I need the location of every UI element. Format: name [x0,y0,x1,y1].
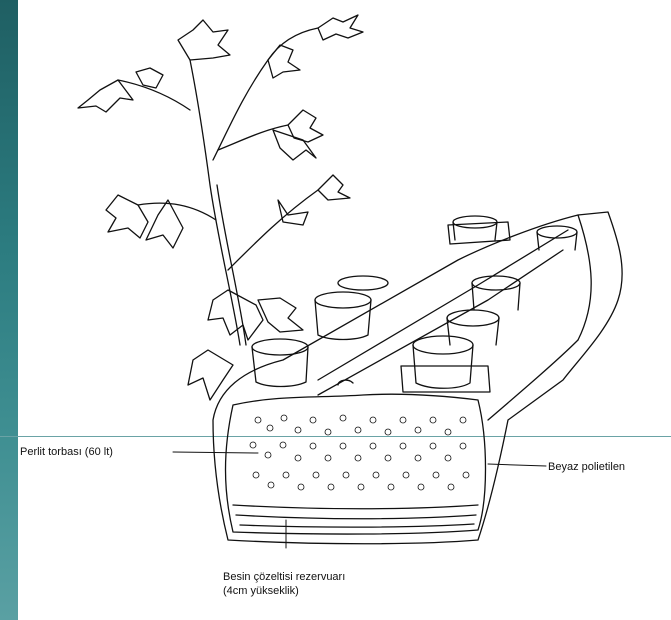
reservoir-height-label: (4cm yükseklik) [223,585,299,597]
slide-sidebar-band [0,0,18,620]
tomato-plant [78,15,363,400]
planting-pots [252,216,577,392]
perlite-bag-label: Perlit torbası (60 lt) [20,446,113,458]
perlite-granules [250,415,469,490]
reservoir-label: Besin çözeltisi rezervuarı [223,571,345,583]
perlite-bag [213,212,622,544]
polyethylene-label: Beyaz polietilen [548,461,625,473]
perlite-bag-illustration [18,0,671,620]
